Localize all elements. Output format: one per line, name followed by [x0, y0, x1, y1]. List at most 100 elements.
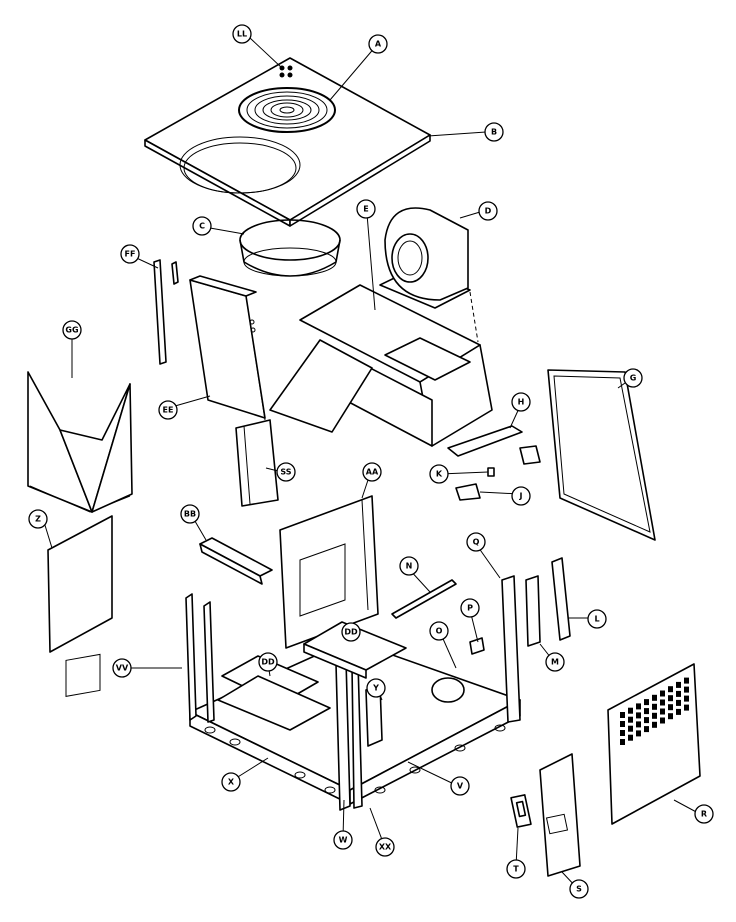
louver-slot: [652, 712, 657, 719]
svg-text:V: V: [457, 782, 464, 791]
callout-xx: XX: [375, 837, 395, 857]
callout-z: Z: [28, 509, 48, 529]
louver-slot: [660, 690, 665, 697]
louver-slot: [636, 703, 641, 710]
side-panel-gg: [27, 371, 133, 513]
louver-slot: [684, 686, 689, 693]
louver-slot: [660, 708, 665, 715]
callout-y: Y: [366, 678, 386, 698]
louver-slot: [652, 721, 657, 728]
louver-slot: [628, 725, 633, 732]
callout-dd-1: DD: [341, 622, 361, 642]
part-t: [510, 794, 532, 828]
louver-slot: [636, 721, 641, 728]
svg-text:J: J: [519, 492, 523, 501]
svg-text:N: N: [406, 562, 413, 571]
callout-s: S: [569, 879, 589, 899]
callout-d: D: [478, 201, 498, 221]
svg-text:H: H: [518, 398, 525, 407]
callout-x: X: [221, 772, 241, 792]
louver-slot: [644, 708, 649, 715]
callout-j: J: [511, 486, 531, 506]
part-k: [487, 467, 495, 477]
svg-text:O: O: [436, 627, 443, 636]
svg-text:EE: EE: [163, 406, 174, 415]
svg-text:Z: Z: [35, 515, 41, 524]
top-panel: [144, 57, 431, 227]
bracket-h: [447, 425, 523, 457]
svg-text:T: T: [513, 865, 519, 874]
svg-text:S: S: [576, 885, 582, 894]
louver-slot: [644, 699, 649, 706]
callout-bb: BB: [180, 504, 200, 524]
svg-text:G: G: [630, 374, 637, 383]
svg-text:AA: AA: [366, 468, 379, 477]
svg-text:A: A: [375, 40, 382, 49]
corner-post-s: [539, 753, 581, 877]
louver-slot: [668, 713, 673, 720]
svg-text:X: X: [228, 778, 235, 787]
svg-text:D: D: [485, 207, 492, 216]
rail-n: [391, 579, 457, 619]
channel-m: [525, 575, 541, 647]
callout-ll: LL: [232, 24, 252, 44]
svg-text:C: C: [199, 222, 205, 231]
louver-slot: [620, 721, 625, 727]
louver-slot: [684, 677, 689, 684]
callout-k: K: [429, 464, 449, 484]
callout-ee: EE: [158, 400, 178, 420]
callout-vv: VV: [112, 658, 132, 678]
svg-text:DD: DD: [261, 658, 275, 667]
louver-slot: [620, 730, 625, 736]
louver-slot: [668, 695, 673, 702]
louver-slot: [660, 717, 665, 724]
callout-v: V: [450, 776, 470, 796]
svg-text:P: P: [467, 604, 473, 613]
callout-ss: SS: [276, 462, 296, 482]
blower-assembly: [379, 207, 479, 343]
callout-o: O: [429, 621, 449, 641]
callout-r: R: [694, 804, 714, 824]
svg-text:GG: GG: [65, 326, 78, 335]
svg-text:BB: BB: [184, 510, 196, 519]
louver-slot: [636, 730, 641, 737]
callout-e: E: [356, 199, 376, 219]
svg-text:Q: Q: [473, 538, 480, 547]
svg-text:Y: Y: [372, 684, 379, 693]
svg-text:L: L: [594, 615, 599, 624]
louver-slot: [676, 690, 681, 697]
louver-slot: [684, 695, 689, 702]
svg-text:E: E: [363, 205, 368, 214]
louver-slot: [668, 686, 673, 693]
louver-slot: [628, 716, 633, 723]
louvered-panel-r: [607, 663, 701, 825]
louver-slot: [652, 694, 657, 701]
callout-g: G: [623, 368, 643, 388]
callout-w: W: [333, 830, 353, 850]
channel-bb: [199, 537, 273, 585]
callout-aa: AA: [362, 462, 382, 482]
louver-slot: [660, 699, 665, 706]
orifice-ring: [239, 219, 341, 277]
callout-m: M: [545, 652, 565, 672]
panel-g: [547, 369, 656, 541]
callout-gg: GG: [62, 320, 82, 340]
svg-text:VV: VV: [116, 664, 129, 673]
svg-text:K: K: [436, 470, 443, 479]
channel-l: [551, 557, 571, 641]
louver-slot: [644, 726, 649, 733]
louver-slot: [676, 699, 681, 706]
svg-text:XX: XX: [379, 843, 392, 852]
louver-slot: [652, 703, 657, 710]
callout-t: T: [506, 859, 526, 879]
callout-l: L: [587, 609, 607, 629]
panel-ss: [235, 419, 279, 507]
callout-n: N: [399, 556, 419, 576]
callout-dd-2: DD: [258, 652, 278, 672]
louver-slot: [620, 739, 625, 745]
louver-slot: [620, 712, 625, 718]
louver-slot: [636, 712, 641, 719]
svg-text:R: R: [701, 810, 707, 819]
divider-strip: [153, 259, 179, 365]
